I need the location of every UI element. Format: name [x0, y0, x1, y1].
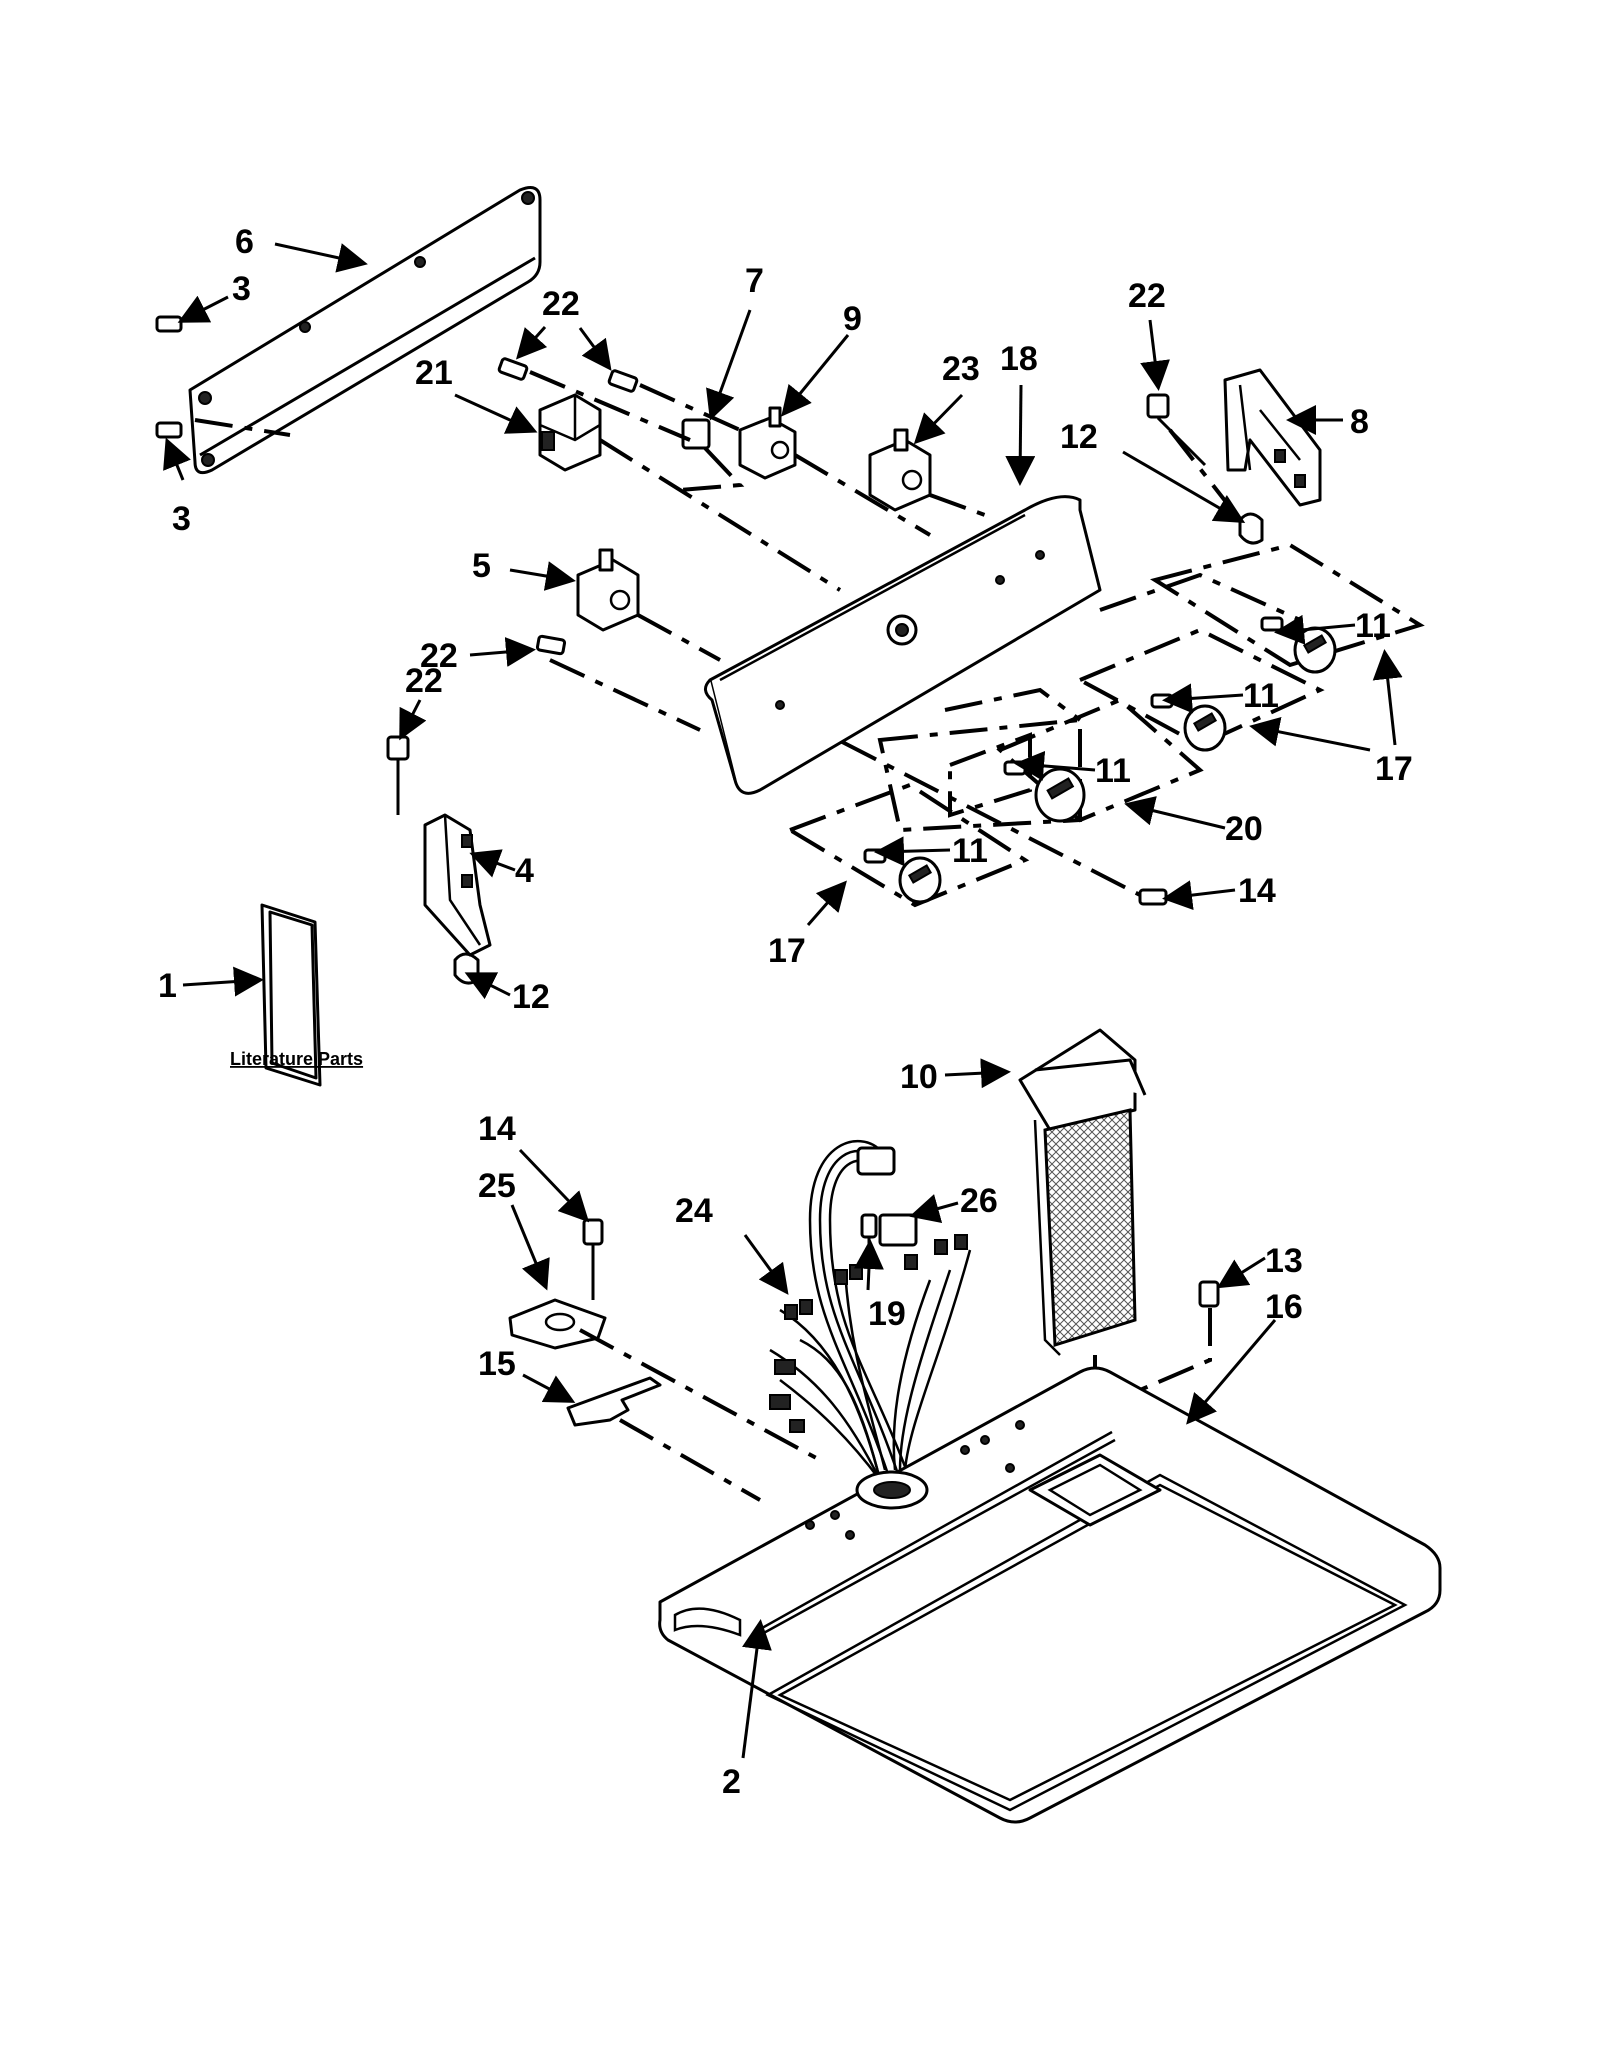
callout-25: 25 [478, 1167, 516, 1205]
callout-9: 9 [843, 300, 862, 338]
callout-22: 22 [405, 662, 443, 700]
plate-part [566, 1376, 761, 1502]
callout-11: 11 [1355, 607, 1391, 645]
lint-screen-part [1018, 1028, 1147, 1450]
screw-part [1139, 1280, 1220, 1392]
top-panel-part [658, 1366, 1442, 1824]
callout-12: 12 [512, 978, 550, 1016]
callout-5: 5 [472, 547, 491, 585]
small-switch-part [679, 418, 745, 492]
knob-part [863, 616, 1337, 904]
callout-3: 3 [232, 270, 251, 308]
callout-1: 1 [158, 967, 177, 1005]
callout-2: 2 [722, 1763, 741, 1801]
knob-group-boxes [785, 542, 1425, 908]
callout-11: 11 [1095, 752, 1131, 790]
callout-24: 24 [675, 1192, 713, 1230]
callout-22: 22 [420, 637, 458, 675]
literature-booklet [260, 903, 322, 1087]
callout-17: 17 [1375, 750, 1413, 788]
callout-16: 16 [1265, 1288, 1303, 1326]
screw-part [386, 357, 1207, 815]
callout-leaders [163, 242, 1403, 1759]
callout-22: 22 [542, 285, 580, 323]
callout-20: 20 [1225, 810, 1263, 848]
callout-14: 14 [478, 1110, 516, 1148]
end-cap-part [423, 813, 492, 957]
switch-part [538, 393, 602, 472]
callout-11: 11 [952, 832, 988, 870]
end-cap-part [1223, 368, 1322, 507]
callout-21: 21 [415, 354, 453, 392]
callout-22: 22 [1128, 277, 1166, 315]
screw-part [155, 315, 183, 439]
callout-23: 23 [942, 350, 980, 388]
rear-panel-part [188, 186, 542, 475]
literature-parts-label: Literature Parts [230, 1049, 363, 1069]
callout-labels: 6 3 3 22 21 7 9 23 18 22 8 12 5 22 22 4 … [158, 223, 1413, 1801]
callout-6: 6 [235, 223, 254, 261]
callout-13: 13 [1265, 1242, 1303, 1280]
bracket-part [508, 1245, 821, 1462]
switch-part [868, 428, 932, 512]
callout-18: 18 [1000, 340, 1038, 378]
callout-17: 17 [768, 932, 806, 970]
callout-14: 14 [1238, 872, 1276, 910]
callout-3: 3 [172, 500, 191, 538]
switch-part [738, 406, 797, 480]
callout-11: 11 [1243, 677, 1279, 715]
control-console-part [704, 495, 1102, 795]
callout-26: 26 [960, 1182, 998, 1220]
callout-4: 4 [515, 852, 534, 890]
callout-12: 12 [1060, 418, 1098, 456]
switch-part [576, 548, 640, 632]
wire-harness-part [769, 1139, 972, 1481]
callout-7: 7 [745, 262, 764, 300]
callout-15: 15 [478, 1345, 516, 1383]
callout-10: 10 [900, 1058, 938, 1096]
callout-19: 19 [868, 1295, 906, 1333]
callout-8: 8 [1350, 403, 1369, 441]
